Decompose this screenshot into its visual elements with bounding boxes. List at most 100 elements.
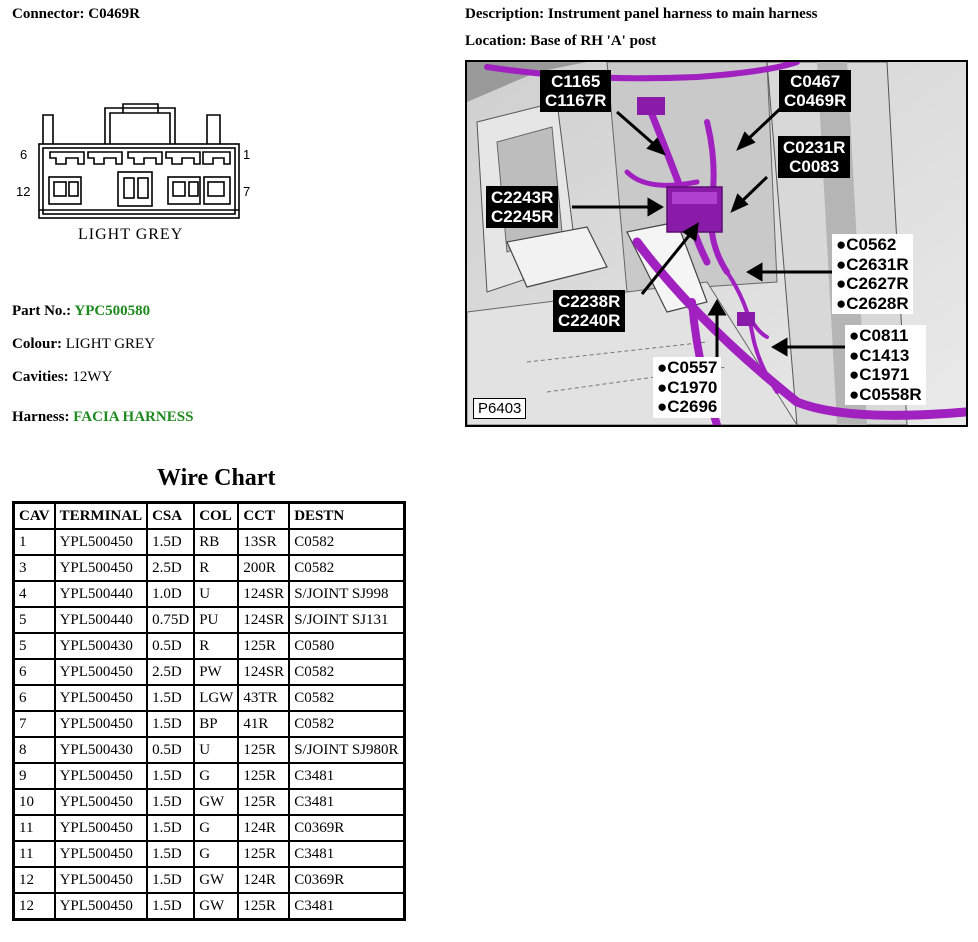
table-cell: 11 xyxy=(12,840,56,868)
connector-list-item: ●C2631R xyxy=(836,255,909,275)
table-cell: 200R xyxy=(237,554,291,582)
table-cell: GW xyxy=(193,892,240,921)
connector-id: C0558R xyxy=(859,384,922,404)
bullet-icon: ● xyxy=(849,326,860,345)
connector-list-item: ●C2627R xyxy=(836,274,909,294)
callout-line: C0469R xyxy=(784,91,847,110)
table-cell: YPL500450 xyxy=(53,840,149,868)
connector-id: C0557 xyxy=(667,358,718,377)
part-number-line: Part No.: YPC500580 xyxy=(12,303,150,320)
table-cell: 12 xyxy=(12,892,56,921)
table-cell: C0580 xyxy=(288,632,406,660)
table-cell: GW xyxy=(193,788,240,816)
table-cell: PW xyxy=(193,658,240,686)
table-cell: R xyxy=(193,554,240,582)
table-cell: 125R xyxy=(237,632,291,660)
colour-label: Colour: xyxy=(12,336,62,352)
table-cell: 6 xyxy=(12,658,56,686)
table-cell: 124R xyxy=(237,814,291,842)
table-cell: 0.5D xyxy=(146,736,196,764)
table-cell: S/JOINT SJ131 xyxy=(288,606,406,634)
table-cell: 0.5D xyxy=(146,632,196,660)
table-cell: 10 xyxy=(12,788,56,816)
table-cell: 1.5D xyxy=(146,528,196,556)
connector-list-item: ●C0557 xyxy=(657,358,717,378)
table-cell: YPL500450 xyxy=(53,710,149,738)
callout-line: C2240R xyxy=(558,311,621,330)
connector-id: C2627R xyxy=(846,274,909,293)
table-cell: 7 xyxy=(12,710,56,738)
table-cell: 9 xyxy=(12,762,56,790)
table-cell: C0369R xyxy=(288,866,406,894)
harness-label: Harness: xyxy=(12,409,70,425)
table-cell: 1.5D xyxy=(146,866,196,894)
cavities-line: Cavities: 12WY xyxy=(12,369,112,386)
pin-label-12: 12 xyxy=(16,184,31,199)
colour-value: LIGHT GREY xyxy=(65,336,156,352)
callout-c1165-c1167r: C1165 C1167R xyxy=(540,70,612,112)
table-cell: 13SR xyxy=(237,528,291,556)
table-cell: YPL500450 xyxy=(53,892,149,921)
table-cell: C3481 xyxy=(288,840,406,868)
table-cell: YPL500450 xyxy=(53,684,149,712)
colour-line: Colour: LIGHT GREY xyxy=(12,336,155,353)
column-header: CCT xyxy=(237,501,291,530)
bullet-icon: ● xyxy=(657,377,668,397)
description-label: Description: xyxy=(465,6,545,22)
table-cell: 1 xyxy=(12,528,56,556)
table-cell: 125R xyxy=(237,840,291,868)
table-cell: 1.5D xyxy=(146,814,196,842)
part-number-label: Part No.: xyxy=(12,303,72,319)
table-cell: 1.5D xyxy=(146,710,196,738)
connector-list-item: ●C1971 xyxy=(849,365,922,385)
table-cell: RB xyxy=(193,528,240,556)
table-cell: YPL500430 xyxy=(53,632,149,660)
connector-list-upper-right: ●C0562 ●C2631R ●C2627R ●C2628R xyxy=(832,234,913,314)
table-cell: 125R xyxy=(237,892,291,921)
part-number-link[interactable]: YPC500580 xyxy=(74,303,151,319)
connector-label: Connector: xyxy=(12,6,85,22)
description-value: Instrument panel harness to main harness xyxy=(547,6,818,22)
connector-list-item: ●C2628R xyxy=(836,294,909,314)
connector-list-item: ●C2696 xyxy=(657,397,717,417)
table-cell: 5 xyxy=(12,632,56,660)
callout-line: C2245R xyxy=(491,207,554,226)
table-cell: 1.0D xyxy=(146,580,196,608)
table-cell: 12 xyxy=(12,866,56,894)
location-label: Location: xyxy=(465,33,527,49)
table-cell: G xyxy=(193,814,240,842)
callout-line: C0467 xyxy=(790,72,841,91)
table-cell: PU xyxy=(193,606,240,634)
table-cell: 4 xyxy=(12,580,56,608)
table-cell: U xyxy=(193,736,240,764)
bullet-icon: ● xyxy=(836,235,847,254)
connector-id: C0562 xyxy=(846,235,897,254)
table-cell: R xyxy=(193,632,240,660)
table-cell: C3481 xyxy=(288,762,406,790)
table-cell: 1.5D xyxy=(146,892,196,921)
callout-c0231r-c0083: C0231R C0083 xyxy=(778,136,851,178)
table-cell: LGW xyxy=(193,684,240,712)
connector-id: C2628R xyxy=(846,293,909,313)
table-cell: 3 xyxy=(12,554,56,582)
location-line: Location: Base of RH 'A' post xyxy=(465,33,656,50)
table-cell: 1.5D xyxy=(146,762,196,790)
table-cell: 1.5D xyxy=(146,684,196,712)
table-cell: GW xyxy=(193,866,240,894)
harness-link[interactable]: FACIA HARNESS xyxy=(73,409,194,425)
column-header: DESTN xyxy=(288,501,406,530)
table-cell: 124SR xyxy=(237,658,291,686)
table-cell: YPL500450 xyxy=(53,658,149,686)
connector-list-item: ●C0811 xyxy=(849,326,922,346)
location-photo: C1165 C1167R C0467 C0469R C0231R C0083 C… xyxy=(465,60,968,427)
table-cell: YPL500440 xyxy=(53,580,149,608)
connector-id: C0469R xyxy=(88,6,140,22)
table-cell: 125R xyxy=(237,736,291,764)
wire-chart-title: Wire Chart xyxy=(157,465,276,491)
